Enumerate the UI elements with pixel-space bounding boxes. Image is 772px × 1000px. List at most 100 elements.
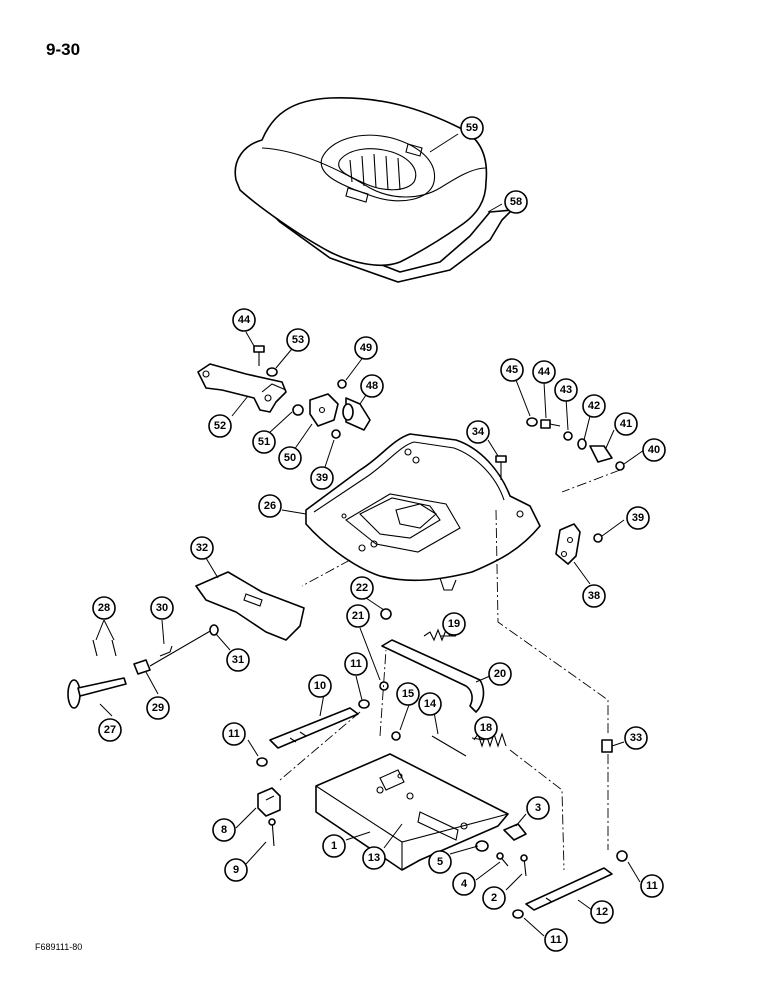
figure-code: F689111-80 xyxy=(35,942,83,952)
svg-text:50: 50 xyxy=(284,452,296,464)
svg-text:27: 27 xyxy=(104,724,116,736)
washer-15 xyxy=(391,731,401,741)
nut-39-left xyxy=(331,429,341,439)
svg-text:48: 48 xyxy=(366,380,378,392)
right-hardware xyxy=(526,417,625,471)
callout-33: 33 xyxy=(624,726,648,750)
svg-text:59: 59 xyxy=(466,122,478,134)
callout-58: 58 xyxy=(504,190,528,214)
svg-text:30: 30 xyxy=(156,602,168,614)
callout-4: 4 xyxy=(452,872,476,896)
svg-text:11: 11 xyxy=(350,658,362,670)
callout-21: 21 xyxy=(346,604,370,628)
seat-frame xyxy=(305,433,541,591)
callout-27: 27 xyxy=(98,718,122,742)
page-number: 9-30 xyxy=(46,40,81,59)
callout-11: 11 xyxy=(544,928,568,952)
svg-text:10: 10 xyxy=(314,680,326,692)
svg-text:33: 33 xyxy=(630,732,642,744)
part-2 xyxy=(520,854,528,877)
svg-text:19: 19 xyxy=(448,618,460,630)
callout-59: 59 xyxy=(460,116,484,140)
nut-39-right xyxy=(593,533,603,543)
washer-49 xyxy=(337,379,347,389)
svg-text:12: 12 xyxy=(596,906,608,918)
svg-text:52: 52 xyxy=(214,420,226,432)
slide-cover xyxy=(195,571,305,641)
svg-text:29: 29 xyxy=(152,702,164,714)
callout-53: 53 xyxy=(286,328,310,352)
svg-text:39: 39 xyxy=(632,512,644,524)
washer-51 xyxy=(292,404,304,416)
callout-2: 2 xyxy=(482,886,506,910)
bracket-38 xyxy=(555,523,581,565)
callout-52: 52 xyxy=(208,414,232,438)
callout-34: 34 xyxy=(466,420,490,444)
callout-48: 48 xyxy=(360,374,384,398)
svg-text:15: 15 xyxy=(402,688,414,700)
svg-text:40: 40 xyxy=(648,444,660,456)
callout-9: 9 xyxy=(224,858,248,882)
callout-50: 50 xyxy=(278,446,302,470)
svg-text:18: 18 xyxy=(480,722,492,734)
callout-12: 12 xyxy=(590,900,614,924)
hinge-bracket-left xyxy=(197,363,287,413)
callout-20: 20 xyxy=(488,662,512,686)
svg-text:44: 44 xyxy=(238,314,251,326)
callout-8: 8 xyxy=(212,818,236,842)
spacers-11 xyxy=(256,699,628,919)
svg-text:51: 51 xyxy=(258,436,270,448)
svg-text:21: 21 xyxy=(352,610,364,622)
seat-base xyxy=(315,753,509,871)
callout-39: 39 xyxy=(626,506,650,530)
svg-text:11: 11 xyxy=(646,880,658,892)
callout-30: 30 xyxy=(150,596,174,620)
svg-text:42: 42 xyxy=(588,400,600,412)
callout-14: 14 xyxy=(418,692,442,716)
washer-22 xyxy=(380,608,392,620)
svg-text:43: 43 xyxy=(560,384,572,396)
spring-18 xyxy=(473,732,507,748)
link-20 xyxy=(381,639,485,713)
svg-text:26: 26 xyxy=(264,500,276,512)
svg-text:5: 5 xyxy=(437,856,443,868)
svg-text:1: 1 xyxy=(331,840,337,852)
pivot-48 xyxy=(342,397,371,431)
block-8 xyxy=(257,787,281,817)
slide-rail-10 xyxy=(269,707,359,749)
callout-29: 29 xyxy=(146,696,170,720)
svg-text:32: 32 xyxy=(196,542,208,554)
bolt-44-left xyxy=(253,345,265,366)
svg-text:28: 28 xyxy=(98,602,110,614)
part-5 xyxy=(475,840,489,852)
part-3 xyxy=(503,823,527,841)
svg-text:58: 58 xyxy=(510,196,522,208)
svg-text:14: 14 xyxy=(424,698,437,710)
adjust-handle xyxy=(67,624,219,709)
callout-11: 11 xyxy=(344,652,368,676)
svg-text:9: 9 xyxy=(233,864,239,876)
svg-text:20: 20 xyxy=(494,668,506,680)
callout-1: 1 xyxy=(322,834,346,858)
svg-text:13: 13 xyxy=(368,852,380,864)
svg-text:4: 4 xyxy=(461,878,468,890)
callout-10: 10 xyxy=(308,674,332,698)
callout-38: 38 xyxy=(582,584,606,608)
washer-53 xyxy=(266,367,278,377)
svg-text:34: 34 xyxy=(472,426,485,438)
svg-text:45: 45 xyxy=(506,364,518,376)
alignment-lines xyxy=(279,469,621,871)
callout-45: 45 xyxy=(500,358,524,382)
callout-41: 41 xyxy=(614,412,638,436)
bolt-9 xyxy=(268,818,276,847)
callout-44: 44 xyxy=(532,360,556,384)
svg-text:3: 3 xyxy=(535,802,541,814)
callout-22: 22 xyxy=(350,576,374,600)
svg-text:11: 11 xyxy=(550,934,562,946)
svg-text:11: 11 xyxy=(228,728,240,740)
svg-text:49: 49 xyxy=(360,342,372,354)
svg-text:41: 41 xyxy=(620,418,632,430)
callout-31: 31 xyxy=(226,648,250,672)
svg-text:53: 53 xyxy=(292,334,304,346)
